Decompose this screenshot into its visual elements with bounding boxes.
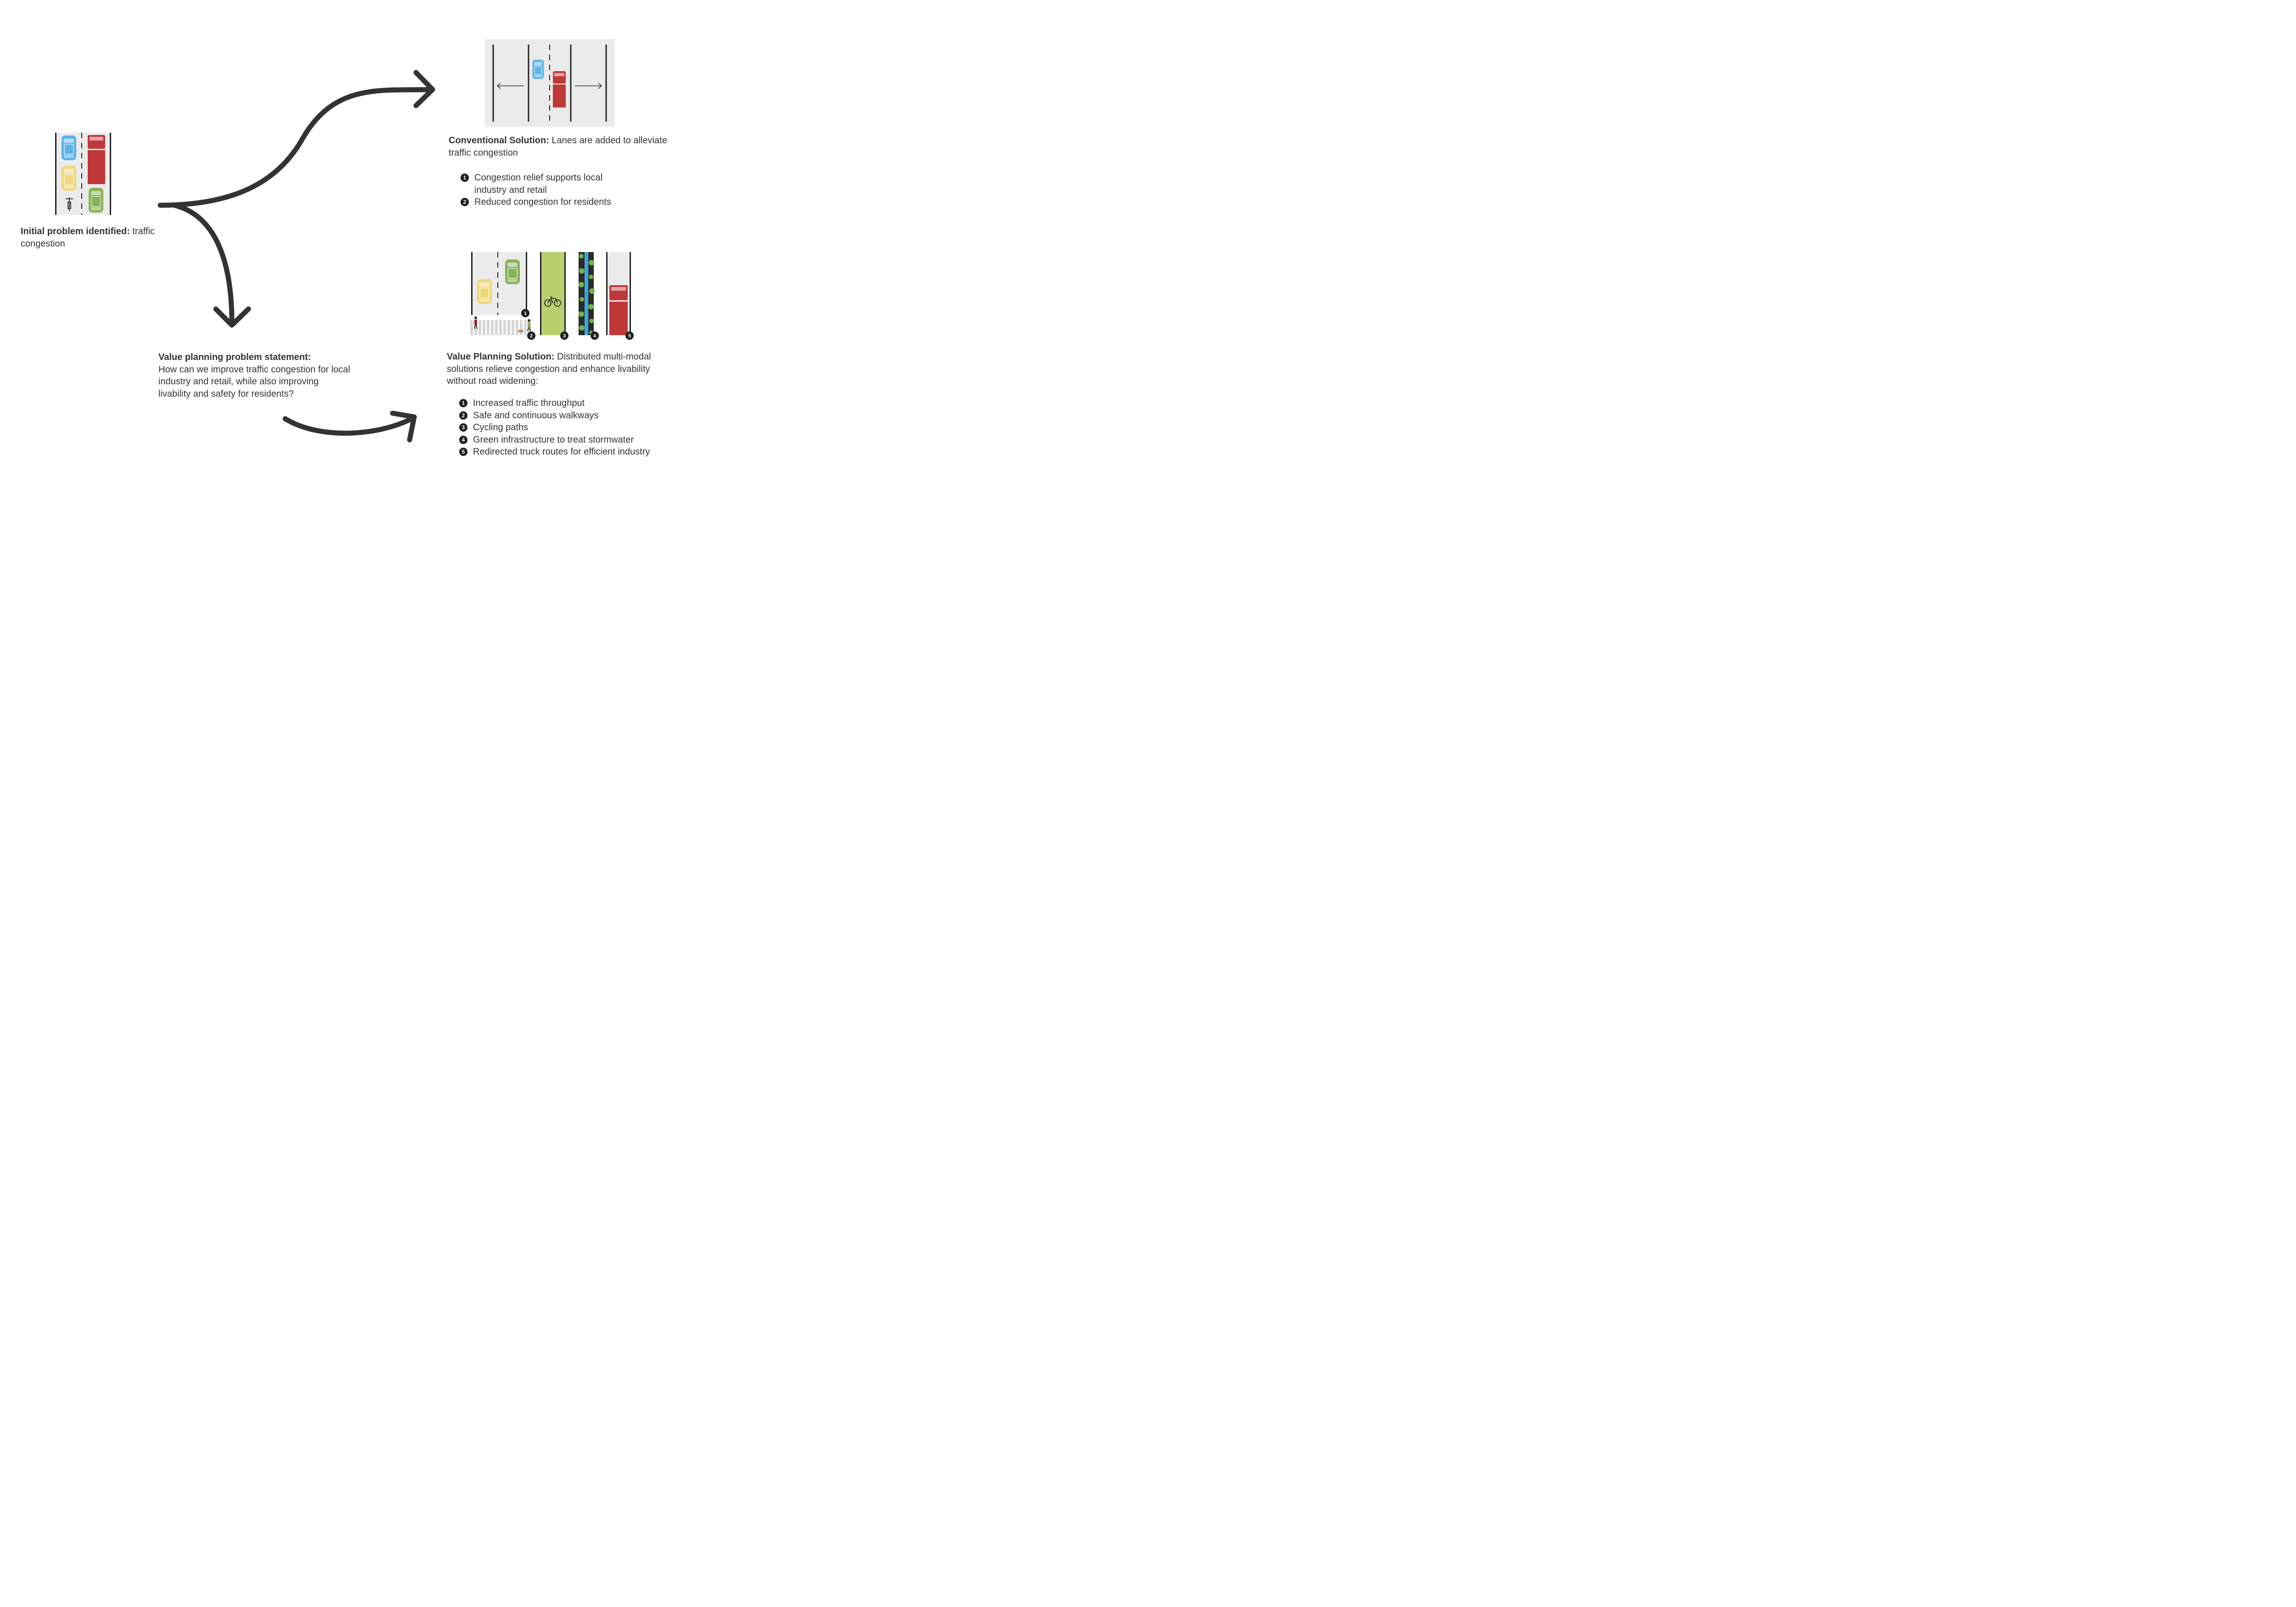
crosswalk [470, 320, 531, 335]
conventional-solution-text: Lanes are added to alleviate traffic con… [449, 135, 667, 158]
svg-text:2: 2 [530, 333, 533, 339]
number-badge: 1 [461, 174, 469, 182]
conventional-solution-label: Conventional Solution: [449, 135, 549, 146]
red-truck-icon [88, 135, 105, 184]
pedestrian-icon [474, 316, 478, 329]
conventional-road-illustration [485, 39, 614, 127]
yellow-car-icon [61, 165, 77, 191]
blue-car-icon [61, 135, 77, 161]
bicycle-icon [66, 197, 73, 211]
value-solution-benefits-list: 1 Increased traffic throughput 2 Safe and … [459, 397, 698, 458]
arrow-to-statement [172, 202, 235, 326]
yellow-car-icon [477, 279, 492, 304]
blue-car-icon [532, 59, 545, 79]
green-car-icon [88, 187, 104, 213]
list-item-label: Cycling paths [473, 422, 529, 433]
problem-statement-label: Value planning problem statement: [158, 352, 311, 362]
list-item-label: Safe and continuous walkways [473, 410, 599, 421]
value-solution-label: Value Planning Solution: [447, 352, 555, 362]
list-item-label: Redirected truck routes for efficient in… [473, 447, 650, 457]
initial-road-illustration [55, 133, 111, 215]
number-badge: 2 [459, 411, 467, 420]
list-item: 3 Cycling paths [459, 421, 698, 434]
badge-3: 3 [560, 332, 568, 340]
left-arrow-icon [496, 83, 524, 89]
arrowhead-conventional-icon [413, 70, 435, 108]
diagram-canvas: 1 2 3 4 5 [55, 39, 634, 443]
arrow-to-conventional [158, 87, 434, 208]
arrowhead-value-solution-icon [390, 410, 417, 443]
green-infrastructure-strip [579, 252, 595, 335]
arrowhead-statement-icon [213, 306, 251, 328]
bike-lane [540, 252, 566, 335]
dog-walker-icon [518, 319, 531, 332]
number-badge: 3 [459, 423, 467, 432]
badge-4: 4 [591, 332, 599, 340]
list-item-label: Reduced congestion for residents [474, 197, 611, 207]
bicycle-icon [544, 297, 561, 307]
initial-problem-text: traffic congestion [21, 226, 155, 249]
truck-route [606, 252, 631, 335]
list-item-label: Green infrastructure to treat stormwater [473, 434, 634, 445]
svg-text:4: 4 [593, 333, 597, 339]
value-solution-caption: Value Planning Solution: Distributed mul… [447, 351, 672, 388]
red-truck-icon [609, 285, 628, 335]
green-car-icon [505, 259, 520, 285]
value-solution-text: Distributed multi-modal solutions reliev… [447, 352, 651, 386]
number-badge: 4 [459, 435, 467, 444]
svg-text:5: 5 [628, 333, 631, 339]
number-badge: 1 [459, 399, 467, 407]
right-arrow-icon [575, 83, 602, 89]
red-truck-icon [553, 71, 566, 107]
list-item-label: Increased traffic throughput [473, 398, 585, 408]
conventional-solution-caption: Conventional Solution: Lanes are added t… [449, 135, 678, 159]
arrow-to-value-solution [282, 415, 416, 436]
list-item: 2 Safe and continuous walkways [459, 410, 698, 422]
initial-problem-caption: Initial problem identified: traffic cong… [21, 225, 168, 250]
list-item: 5 Redirected truck routes for efficient i… [459, 446, 698, 458]
problem-statement-caption: Value planning problem statement: How can… [158, 351, 351, 400]
badge-1: 1 [521, 309, 529, 317]
list-item: 2 Reduced congestion for residents [461, 196, 626, 208]
svg-text:1: 1 [524, 311, 527, 316]
value-solution-illustration: 1 2 3 4 5 [470, 252, 634, 340]
badge-2: 2 [527, 332, 535, 340]
problem-statement-text: How can we improve traffic congestion fo… [158, 364, 350, 399]
number-badge: 5 [459, 448, 467, 456]
list-item: 1 Congestion relief supports local indust… [461, 172, 626, 196]
conventional-benefits-list: 1 Congestion relief supports local indust… [461, 172, 626, 208]
svg-text:3: 3 [563, 333, 566, 339]
list-item: 4 Green infrastructure to treat stormwate… [459, 434, 698, 446]
badge-5: 5 [625, 332, 634, 340]
initial-problem-label: Initial problem identified: [21, 226, 130, 236]
list-item: 1 Increased traffic throughput [459, 397, 698, 410]
list-item-label: Congestion relief supports local industr… [474, 173, 603, 195]
number-badge: 2 [461, 198, 469, 206]
